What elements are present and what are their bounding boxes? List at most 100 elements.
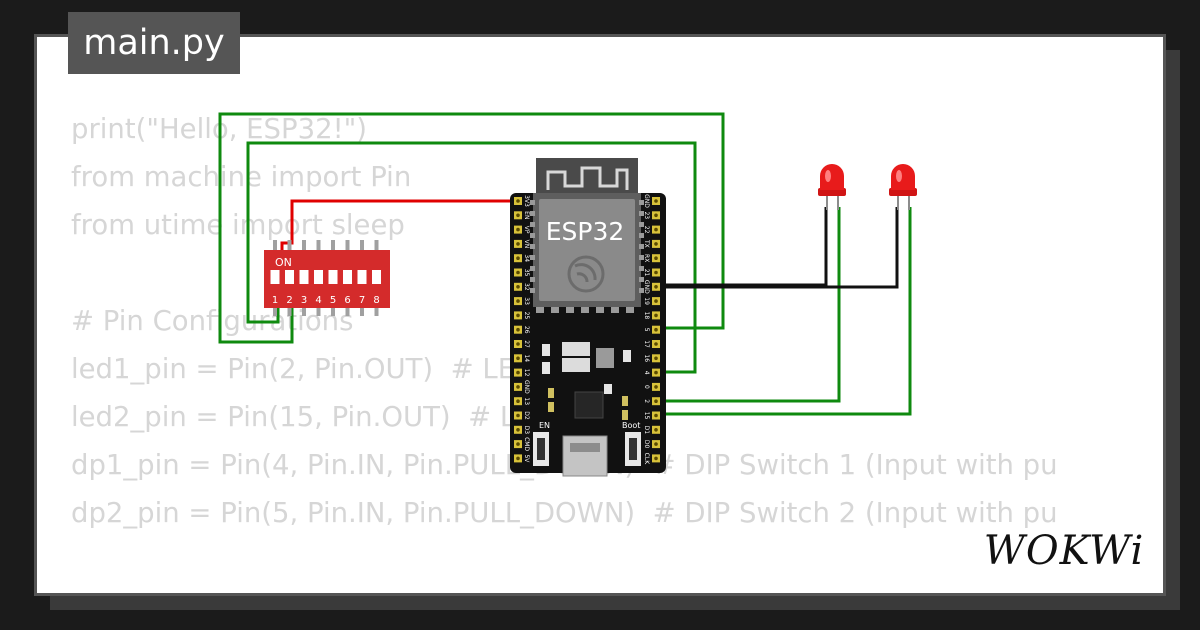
code-line: print("Hello, ESP32!") [71, 113, 367, 145]
shield-leg [530, 222, 535, 227]
pin-label: CMD [523, 437, 530, 451]
shield-leg [639, 200, 644, 205]
pin-label: EN [523, 211, 530, 219]
dip-pin-bottom [331, 307, 335, 316]
shield-legs [530, 200, 644, 313]
shield-leg [626, 307, 634, 313]
pin-hole [654, 370, 658, 375]
card-shadow-right [1166, 50, 1180, 610]
pin-label: TX [643, 239, 650, 248]
led-1[interactable] [818, 164, 846, 210]
shield-leg [530, 266, 535, 271]
file-tab[interactable]: main.py [68, 12, 240, 74]
pin-hole [516, 342, 520, 346]
pin-hole [654, 327, 658, 332]
led-1-dome [820, 164, 844, 190]
pin-hole [516, 456, 520, 461]
wire-green-led1-pin2[interactable] [660, 207, 841, 403]
pin-hole [654, 285, 658, 289]
pin-label: 5V [523, 454, 530, 463]
smd-part [542, 362, 550, 374]
dip-switch-2[interactable] [285, 270, 294, 284]
pin-hole [516, 399, 520, 404]
pin-hole [654, 270, 658, 275]
chip-label: ESP32 [546, 217, 625, 246]
wire-red-3v3[interactable] [280, 199, 518, 256]
pin-hole [516, 385, 520, 389]
wire-black-led2-gnd[interactable] [660, 207, 899, 289]
pin-hole [654, 313, 658, 318]
pin-hole [516, 428, 520, 432]
dip-switch-4[interactable] [314, 270, 323, 284]
pin-label: D0 [643, 440, 650, 449]
dip-pin-bottom [345, 307, 350, 316]
shield-leg [530, 233, 535, 238]
pin-label: 27 [523, 340, 530, 348]
smd-part [622, 396, 628, 406]
dip-pin-bottom [316, 307, 321, 316]
boot-button[interactable] [629, 438, 637, 460]
pin-hole [516, 227, 520, 232]
pin-label: 17 [643, 340, 650, 348]
dip-switch-pins [273, 240, 379, 316]
espressif-logo-icon [567, 255, 605, 293]
pin-hole [516, 285, 520, 289]
regulator-chip-2 [562, 358, 590, 372]
dip-switch-7[interactable] [357, 270, 367, 284]
shield-leg [536, 307, 544, 313]
pin-label: 13 [523, 397, 530, 405]
pin-hole [654, 213, 658, 218]
shield-leg [639, 288, 644, 293]
shield-leg [551, 307, 559, 313]
pin-hole [654, 199, 658, 203]
wire-green-switch1-pin4[interactable] [246, 141, 697, 374]
wire-black-led1-gnd[interactable] [660, 207, 828, 287]
pin-label: 4 [643, 371, 650, 375]
dip-pin-top [287, 240, 292, 251]
shield-leg [639, 222, 644, 227]
boot-label: Boot [622, 421, 640, 430]
usb-port[interactable] [562, 435, 608, 477]
shield-leg [566, 307, 574, 313]
dip-switch-levers[interactable] [270, 270, 382, 284]
pin-label: CLK [643, 453, 650, 466]
pin-header-left[interactable]: 3V3ENVPVN343532332526271412GND13D2D3CMD5… [514, 195, 530, 463]
led-2-highlight [896, 170, 902, 182]
dip-switch-1[interactable] [270, 270, 280, 284]
dip-pin-top [360, 240, 364, 251]
pin-label: 21 [643, 269, 650, 277]
pin-hole [516, 370, 520, 375]
pin-hole [516, 242, 520, 246]
shield-leg [530, 288, 535, 293]
wire-green-led2-pin15[interactable] [660, 207, 912, 416]
en-button[interactable] [537, 438, 545, 460]
dip-switch-5[interactable] [328, 270, 338, 284]
code-line: dp2_pin = Pin(5, Pin.IN, Pin.PULL_DOWN) … [71, 497, 1058, 529]
pin-label: 26 [523, 326, 530, 334]
dip-pin-top [331, 240, 335, 251]
wire-green-switch2-pin5[interactable] [218, 112, 725, 344]
regulator-chip [562, 342, 590, 356]
pin-label: GND [643, 280, 650, 294]
pin-hole [654, 299, 658, 303]
led-2-dome [891, 164, 915, 190]
led-2[interactable] [889, 164, 917, 210]
shield-leg [530, 200, 535, 205]
dip-switch-3[interactable] [299, 270, 309, 284]
pin-label: GND [523, 380, 530, 394]
preview-card[interactable]: print("Hello, ESP32!")from machine impor… [34, 34, 1166, 596]
shield-leg [611, 307, 619, 313]
esp32-board[interactable]: ESP32 EN Boot 3V3ENVPVN34353233252627141… [510, 158, 666, 477]
pin-hole [516, 256, 520, 261]
dip-pin-top [302, 240, 306, 251]
dip-pin-top [316, 240, 321, 251]
dip-number: 4 [315, 295, 321, 306]
dip-switch-8[interactable] [372, 270, 381, 284]
pin-label: D3 [523, 426, 530, 435]
pin-label: D2 [523, 411, 530, 420]
dip-switch-6[interactable] [343, 270, 352, 284]
dip-pin-top [273, 240, 277, 251]
